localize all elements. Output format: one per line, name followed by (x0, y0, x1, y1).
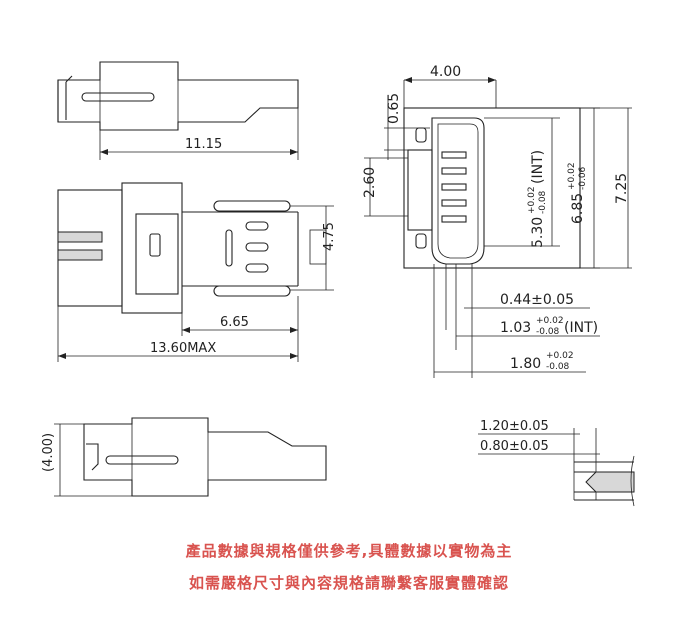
dim-6-85-tol-lower: -0.06 (578, 166, 588, 190)
dim-1-80-tol-lower: -0.08 (546, 362, 570, 372)
dim-1-03-suffix: (INT) (564, 320, 598, 336)
dim-5-30-suffix: (INT) (530, 150, 546, 184)
dim-7-25-label: 7.25 (614, 173, 630, 204)
dim-6-85-label: 6.85 (570, 193, 586, 224)
dim-6-85-tol-upper: +0.02 (567, 162, 577, 190)
dim-1-03-tol-lower: -0.08 (536, 327, 560, 337)
dim-5-30-tol-lower: -0.08 (538, 190, 548, 214)
dim-13-60-label: 13.60MAX (150, 341, 216, 356)
front-view (364, 77, 632, 378)
dim-1-20-label: 1.20±0.05 (480, 419, 549, 434)
dim-11-15-label: 11.15 (185, 137, 222, 152)
dim-1-03-label: 1.03 (500, 320, 531, 336)
top-view (57, 61, 299, 160)
dim-1-03-tol-upper: +0.02 (536, 316, 564, 326)
dim-4-00-label: 4.00 (430, 64, 461, 80)
dim-0-65-label: 0.65 (386, 93, 402, 124)
dim-1-80-tol-upper: +0.02 (546, 351, 574, 361)
detail-view (478, 428, 635, 507)
dim-4-00-ref-label: (4.00) (41, 433, 56, 472)
plan-view (57, 182, 334, 362)
dim-5-30-tol-upper: +0.02 (527, 186, 537, 214)
dim-5-30-label: 5.30 (530, 217, 546, 248)
dim-4-75-label: 4.75 (322, 222, 337, 251)
disclaimer-line-2: 如需嚴格尺寸與內容規格請聯繫客服實體確認 (188, 574, 509, 592)
dim-0-44-label: 0.44±0.05 (500, 292, 574, 308)
dim-6-65-label: 6.65 (220, 315, 249, 330)
bottom-view (54, 417, 327, 497)
dim-6-85-group: 6.85 +0.02 -0.06 (567, 162, 588, 224)
dim-0-80-label: 0.80±0.05 (480, 439, 549, 454)
dim-2-60-label: 2.60 (362, 167, 378, 198)
disclaimer-line-1: 產品數據與規格僅供參考,具體數據以實物為主 (185, 542, 513, 560)
dim-5-30-group: 5.30 +0.02 -0.08 (INT) (527, 150, 548, 248)
dim-1-80-label: 1.80 (510, 356, 541, 372)
